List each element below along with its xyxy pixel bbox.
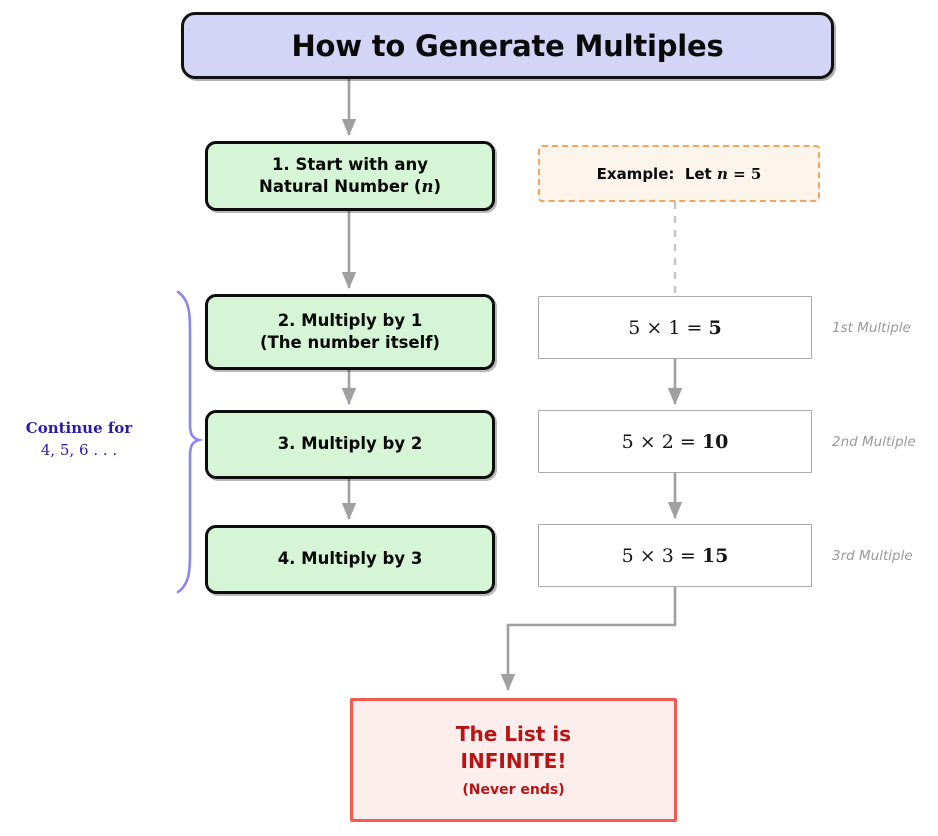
- calculation-box-1: 5 × 1 = 5: [538, 296, 812, 359]
- final-conclusion-box: The List is INFINITE! (Never ends): [350, 698, 677, 822]
- calculation-1-text: 5 × 1 = 5: [628, 317, 721, 339]
- step-4-line-1: 4. Multiply by 3: [277, 549, 423, 569]
- step-box-1[interactable]: 1. Start with any Natural Number (n): [205, 141, 495, 211]
- calculation-3-expression: 5 × 3 =: [621, 544, 696, 567]
- page-title: How to Generate Multiples: [291, 28, 724, 63]
- calculation-2-result: 10: [701, 430, 729, 453]
- step-box-3[interactable]: 3. Multiply by 2: [205, 410, 495, 479]
- step-3-line-1: 3. Multiply by 2: [277, 434, 423, 454]
- step-box-2[interactable]: 2. Multiply by 1 (The number itself): [205, 294, 495, 370]
- calculation-3-result: 15: [701, 544, 729, 567]
- example-value: 5: [750, 164, 762, 183]
- final-subtext: (Never ends): [462, 782, 565, 799]
- example-variable: n: [716, 164, 728, 183]
- example-text: Example: Let n = 5: [597, 165, 762, 183]
- example-box: Example: Let n = 5: [538, 145, 820, 202]
- multiple-label-1: 1st Multiple: [832, 320, 911, 336]
- final-line-2: INFINITE!: [460, 748, 567, 773]
- arrow-math3-to-final: [500, 587, 677, 692]
- step-1-variable: n: [421, 177, 434, 196]
- step-1-line-2: Natural Number (n): [259, 176, 441, 198]
- calculation-1-expression: 5 × 1 =: [628, 316, 703, 339]
- calculation-box-3: 5 × 3 = 15: [538, 524, 812, 587]
- example-label: Example:: [596, 164, 675, 183]
- step-1-line-2-suffix: ): [433, 177, 441, 196]
- continue-note-line-2: 4, 5, 6 . . .: [40, 440, 118, 459]
- multiple-label-3: 3rd Multiple: [832, 548, 913, 564]
- multiple-label-2: 2nd Multiple: [832, 434, 916, 450]
- calculation-3-text: 5 × 3 = 15: [622, 545, 729, 567]
- continue-note: Continue for 4, 5, 6 . . .: [5, 418, 153, 462]
- final-line-1: The List is: [455, 721, 572, 746]
- title-box: How to Generate Multiples: [181, 12, 834, 79]
- calculation-box-2: 5 × 2 = 10: [538, 410, 812, 473]
- example-equals: =: [733, 164, 746, 183]
- grouping-brace: [176, 290, 204, 594]
- step-2-line-1: 2. Multiply by 1: [277, 310, 423, 330]
- example-let: Let: [684, 164, 712, 183]
- step-1-line-1: 1. Start with any: [271, 154, 429, 174]
- continue-note-line-1: Continue for: [25, 419, 133, 437]
- calculation-1-result: 5: [708, 316, 722, 339]
- step-1-line-2-prefix: Natural Number (: [259, 177, 422, 196]
- step-2-line-2: (The number itself): [260, 333, 440, 352]
- calculation-2-text: 5 × 2 = 10: [622, 431, 729, 453]
- calculation-2-expression: 5 × 2 =: [621, 430, 696, 453]
- step-box-4[interactable]: 4. Multiply by 3: [205, 525, 495, 594]
